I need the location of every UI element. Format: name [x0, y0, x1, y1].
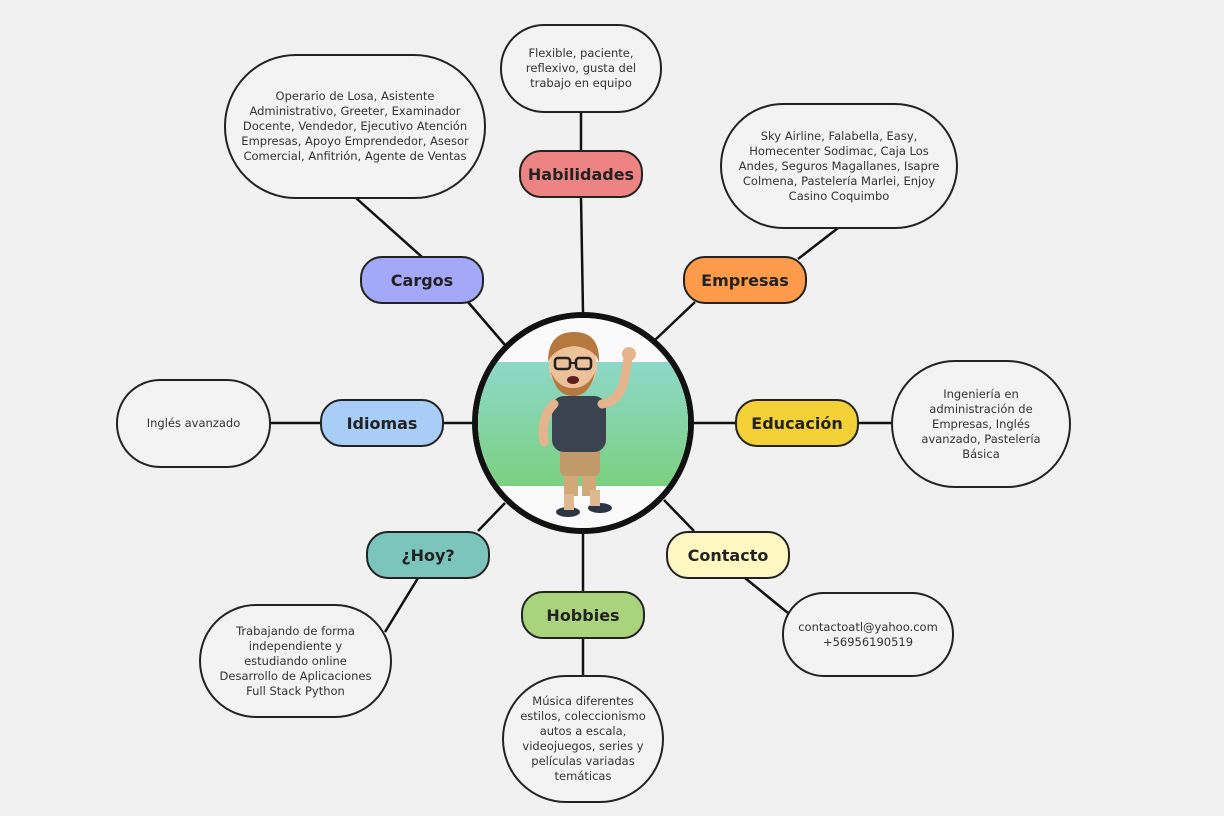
node-contacto-label: Contacto — [687, 545, 769, 565]
detail-idiomas-text: Inglés avanzado — [146, 416, 241, 430]
node-empresas[interactable]: Empresas — [683, 256, 807, 304]
detail-empresas: Sky Airline, Falabella, Easy, Homecenter… — [720, 103, 958, 229]
node-hoy[interactable]: ¿Hoy? — [366, 531, 490, 579]
node-hobbies-label: Hobbies — [546, 605, 620, 625]
node-educacion-label: Educación — [751, 413, 843, 433]
center-avatar — [472, 312, 694, 534]
node-hobbies[interactable]: Hobbies — [521, 591, 645, 639]
detail-hobbies-text: Música diferentes estilos, coleccionismo… — [520, 694, 646, 783]
detail-cargos-text: Operario de Losa, Asistente Administrati… — [241, 89, 469, 163]
detail-empresas-text: Sky Airline, Falabella, Easy, Homecenter… — [738, 128, 940, 203]
node-cargos-label: Cargos — [390, 270, 454, 290]
node-educacion[interactable]: Educación — [735, 399, 859, 447]
detail-habilidades: Flexible, paciente, reflexivo, gusta del… — [500, 24, 662, 113]
memoji-avatar-icon — [478, 318, 688, 528]
node-hoy-label: ¿Hoy? — [401, 545, 455, 565]
node-empresas-label: Empresas — [701, 270, 789, 290]
node-idiomas-label: Idiomas — [346, 413, 418, 433]
node-habilidades[interactable]: Habilidades — [519, 150, 643, 198]
node-habilidades-label: Habilidades — [527, 164, 635, 184]
detail-hoy-text: Trabajando de forma independiente y estu… — [219, 623, 372, 698]
detail-idiomas: Inglés avanzado — [116, 379, 271, 468]
detail-hobbies: Música diferentes estilos, coleccionismo… — [502, 675, 664, 803]
node-cargos[interactable]: Cargos — [360, 256, 484, 304]
node-idiomas[interactable]: Idiomas — [320, 399, 444, 447]
detail-contacto-text: contactoatl@yahoo.com +56956190519 — [798, 619, 938, 649]
detail-cargos: Operario de Losa, Asistente Administrati… — [224, 54, 486, 199]
node-contacto[interactable]: Contacto — [666, 531, 790, 579]
detail-hoy: Trabajando de forma independiente y estu… — [199, 604, 392, 718]
detail-contacto: contactoatl@yahoo.com +56956190519 — [782, 592, 954, 677]
detail-habilidades-text: Flexible, paciente, reflexivo, gusta del… — [525, 46, 637, 90]
detail-educacion-text: Ingeniería en administración de Empresas… — [921, 386, 1041, 461]
detail-educacion: Ingeniería en administración de Empresas… — [891, 360, 1071, 488]
